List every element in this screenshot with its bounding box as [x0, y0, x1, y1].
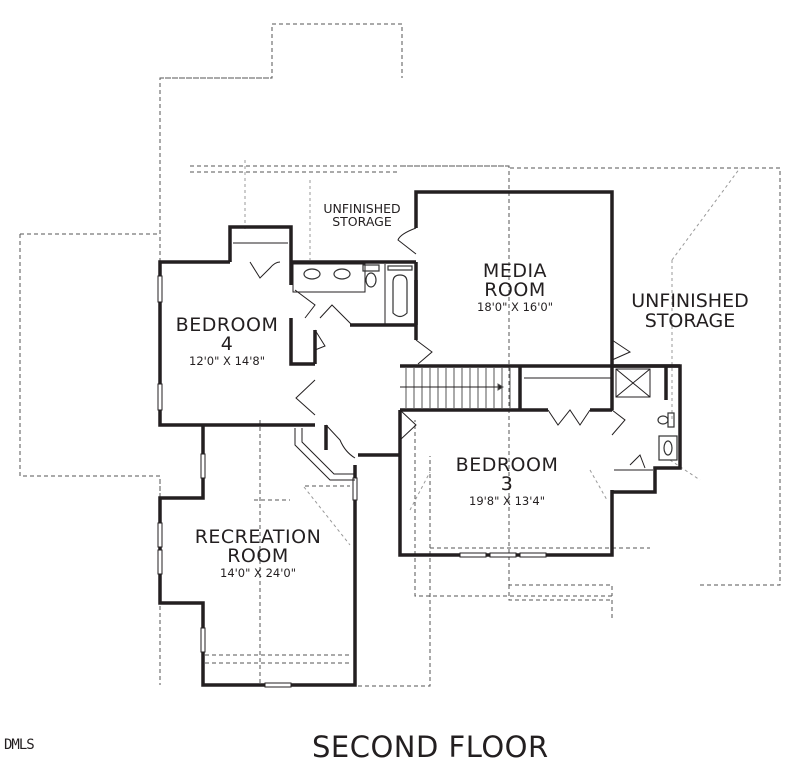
- storage-small-name-2: STORAGE: [332, 214, 392, 230]
- floor-title: SECOND FLOOR: [312, 730, 549, 764]
- windows: [157, 275, 547, 688]
- bath-fixtures: [303, 264, 678, 461]
- door-swings: [249, 227, 646, 469]
- recreation-room-label: RECREATION ROOM 14'0" X 24'0": [178, 528, 338, 580]
- bedroom-4-dimensions: 12'0" X 14'8": [189, 354, 265, 368]
- walls: [158, 190, 682, 687]
- bedroom-3-name-1: BEDROOM: [455, 454, 559, 476]
- bedroom-4-name-2: 4: [220, 333, 234, 355]
- bedroom-3-dimensions: 19'8" X 13'4": [469, 494, 545, 508]
- recreation-room-dimensions: 14'0" X 24'0": [220, 566, 296, 580]
- storage-small-name-1: UNFINISHED: [323, 201, 401, 216]
- storage-right-name-1: UNFINISHED: [631, 290, 749, 312]
- roof-outlines: [19, 23, 781, 687]
- media-room-name-1: MEDIA: [482, 260, 548, 282]
- roof-slope-lines: [244, 160, 741, 546]
- bedroom-4-name-1: BEDROOM: [175, 314, 279, 336]
- unfinished-storage-right-label: UNFINISHED STORAGE: [615, 290, 765, 332]
- recreation-room-name-1: RECREATION: [194, 526, 322, 548]
- storage-right-name-2: STORAGE: [644, 309, 736, 332]
- bedroom-3-name-2: 3: [500, 473, 514, 495]
- media-room-label: MEDIA ROOM 18'0" X 16'0": [455, 262, 575, 314]
- media-room-name-2: ROOM: [484, 279, 546, 301]
- media-room-dimensions: 18'0" X 16'0": [477, 300, 553, 314]
- watermark: DMLS: [4, 737, 35, 753]
- interior-lines: [233, 242, 653, 481]
- bedroom-3-label: BEDROOM 3 19'8" X 13'4": [442, 456, 572, 508]
- unfinished-storage-small-label: UNFINISHED STORAGE: [310, 202, 414, 228]
- bedroom-4-label: BEDROOM 4 12'0" X 14'8": [162, 316, 292, 368]
- recreation-room-name-2: ROOM: [227, 545, 289, 567]
- staircase: [400, 368, 511, 408]
